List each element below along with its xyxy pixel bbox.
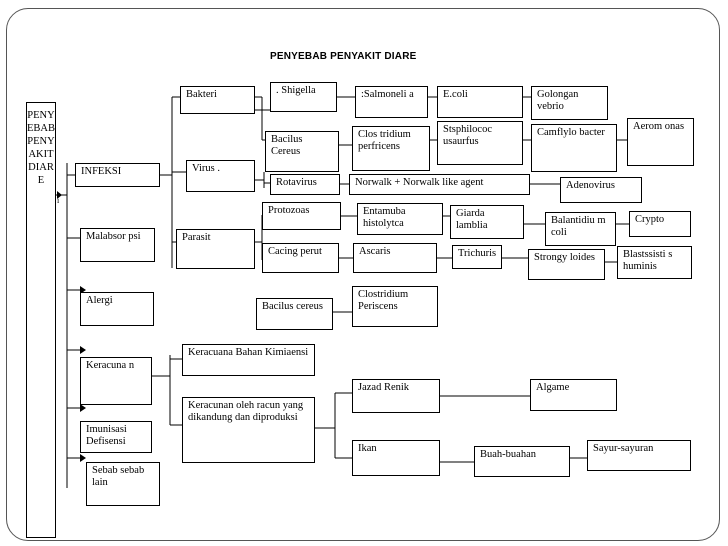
node-bahan-kimia: Keracuana Bahan Kimiaensi	[182, 344, 315, 376]
node-jazad-renik: Jazad Renik	[352, 379, 440, 413]
category-alergi: Alergi	[80, 292, 154, 326]
node-aeromonas: Aerom onas	[627, 118, 694, 166]
node-crypto: Crypto	[629, 211, 691, 237]
node-bacilus-cereus-2: Bacilus cereus	[256, 298, 333, 330]
diagram-title: PENYEBAB PENYAKIT DIARE	[270, 51, 417, 62]
node-balantidium: Balantidiu m coli	[545, 212, 616, 246]
node-strongyloides: Strongy loides	[528, 249, 605, 280]
root-box: PENYEBAB PENYAKIT DIARE	[26, 102, 56, 538]
node-trichuris: Trichuris	[452, 245, 502, 269]
node-rotavirus: Rotavirus	[270, 174, 340, 195]
node-bacilus-cereus: Bacilus Cereus	[265, 131, 339, 172]
type-parasit: Parasit	[176, 229, 255, 269]
node-entamuba: Entamuba histolytca	[357, 203, 443, 235]
type-virus: Virus .	[186, 160, 255, 192]
category-infeksi: INFEKSI	[75, 163, 160, 187]
node-racun-dikandung: Keracunan oleh racun yang dikandung dan …	[182, 397, 315, 463]
node-ascaris: Ascaris	[353, 243, 437, 273]
node-clostridium: Clos tridium perfricens	[352, 126, 430, 171]
node-salmonella: :Salmoneli a	[355, 86, 428, 118]
node-camfylobacter: Camflylo bacter	[531, 124, 617, 172]
node-golongan-vebrio: Golongan vebrio	[531, 86, 608, 120]
node-ecoli: E.coli	[437, 86, 523, 118]
node-algame: Algame	[530, 379, 617, 411]
node-adenovirus: Adenovirus	[560, 177, 642, 203]
node-buah-buahan: Buah-buahan	[474, 446, 570, 477]
stray-mark: i	[57, 196, 60, 205]
node-blastocystis: Blastssisti s huminis	[617, 246, 692, 279]
node-ikan: Ikan	[352, 440, 440, 476]
category-imunisasi: Imunisasi Defisensi	[80, 421, 152, 453]
node-giardia: Giarda lamblia	[450, 205, 524, 239]
node-clostridium-2: Clostridium Periscens	[352, 286, 438, 327]
diagram-frame	[6, 8, 720, 541]
category-malabsorpsi: Malabsor psi	[80, 228, 155, 262]
node-sayur-sayuran: Sayur-sayuran	[587, 440, 691, 471]
type-bakteri: Bakteri	[180, 86, 255, 114]
category-sebab-lain: Sebab sebab lain	[86, 462, 160, 506]
root-label: PENYEBAB PENYAKIT DIARE	[27, 110, 58, 186]
node-norwalk: Norwalk + Norwalk like agent	[349, 174, 530, 195]
node-shigella: . Shigella	[270, 82, 337, 112]
category-keracunan: Keracuna n	[80, 357, 152, 405]
node-protozoa: Protozoas	[262, 202, 341, 230]
node-cacing: Cacing perut	[262, 243, 339, 273]
node-staphilococ: Stsphilococ usaurfus	[437, 121, 523, 165]
